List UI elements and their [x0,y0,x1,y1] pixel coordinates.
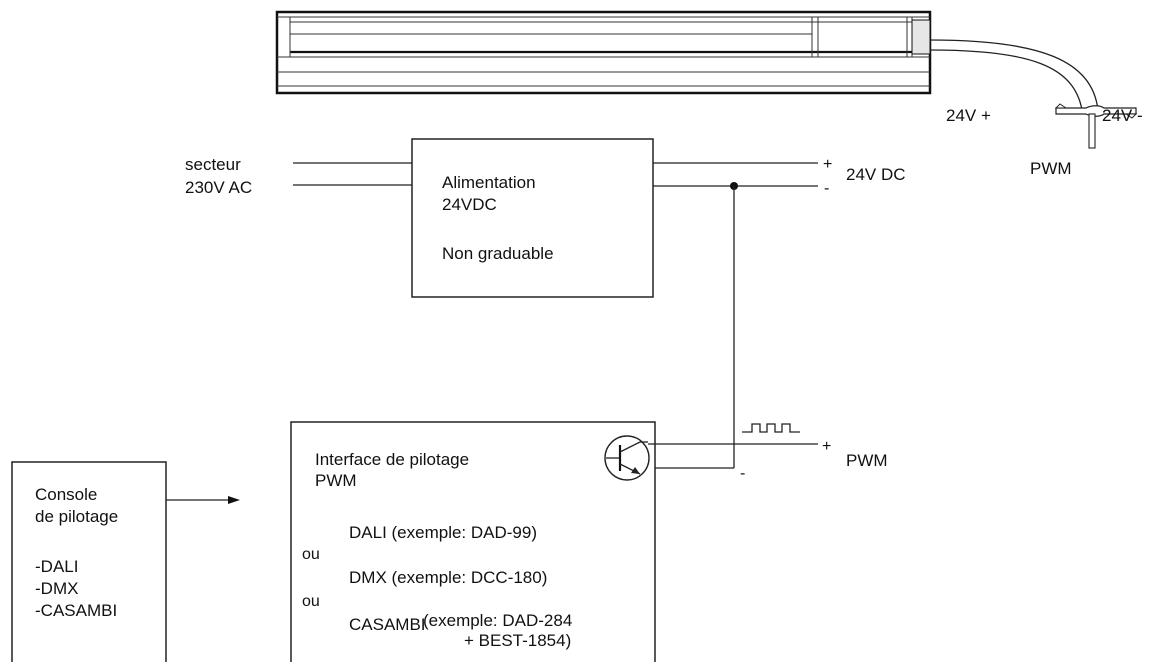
power-supply-box [411,138,654,298]
option-dali: DALI (exemple: DAD-99) [349,523,537,542]
psu-label-line3: Non graduable [442,244,554,263]
dc-plus-sign: + [823,156,832,173]
option-dmx: DMX (exemple: DCC-180) [349,568,547,587]
interface-title-line2: PWM [315,471,357,490]
transistor-icon [604,435,650,481]
dc-output-label: 24V DC [846,165,906,184]
console-title-line1: Console [35,485,97,504]
psu-label-line1: Alimentation [442,173,536,192]
strip-cable [929,39,1099,111]
console-box [11,461,167,662]
interface-title-line1: Interface de pilotage [315,450,469,469]
mains-label-line1: secteur [185,155,241,174]
console-item-dali: -DALI [35,557,78,576]
interface-box [290,421,656,662]
pwm-signal-icon [742,423,800,433]
option-casambi-example-2: + BEST-1854) [464,631,571,650]
pwm-plus-sign: + [822,438,831,455]
console-item-dmx: -DMX [35,579,78,598]
pwm-minus-sign: - [740,465,745,482]
option-casambi-name: CASAMBI [349,615,426,634]
console-item-casambi: -CASAMBI [35,601,117,620]
dc-minus-sign: - [824,180,829,197]
pwm-output-label: PWM [846,451,888,470]
psu-label-line2: 24VDC [442,195,497,214]
control-arrow [166,496,240,504]
console-title-line2: de pilotage [35,507,118,526]
option-casambi-example-1: (exemple: DAD-284 [423,611,572,630]
mains-label-line2: 230V AC [185,178,252,197]
strip-plus-label: 24V + [946,106,991,125]
strip-minus-label: 24V - [1102,106,1143,125]
led-strip-profile [275,10,932,95]
strip-pwm-label: PWM [1030,159,1072,178]
ou-label-2: ou [302,593,320,610]
strip-connector-icon [1054,103,1138,149]
ou-label-1: ou [302,546,320,563]
